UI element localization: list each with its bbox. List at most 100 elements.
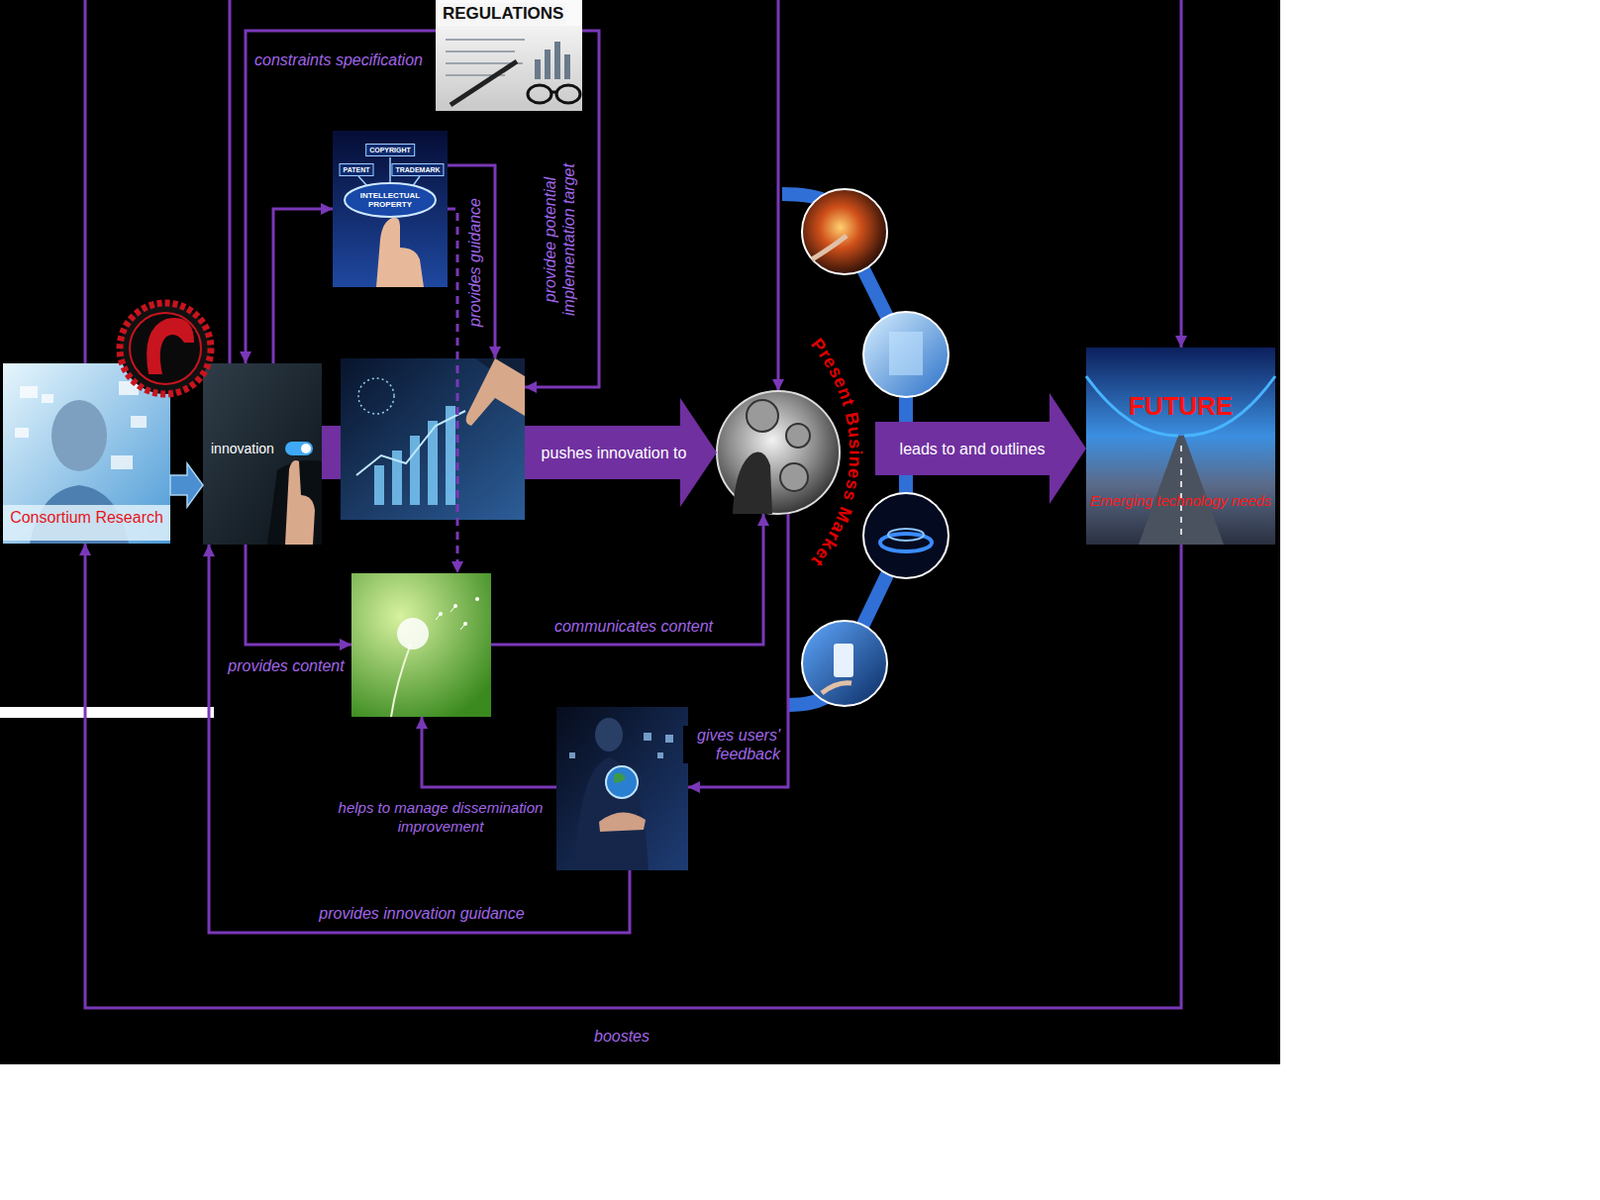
helmet-logo (119, 302, 211, 395)
graphic-part (409, 435, 420, 505)
node-text: PATENT (339, 163, 375, 177)
graphic-part (146, 317, 195, 375)
label-holder: provides content (225, 656, 346, 676)
graphic-part (340, 358, 525, 520)
graphic-part (130, 415, 147, 428)
graphic-part (746, 400, 779, 432)
graphic-part (445, 50, 515, 53)
node-text: FUTURE (1128, 391, 1233, 421)
dandelion-image (351, 573, 492, 717)
graphic-part (300, 443, 311, 454)
graphic-part (599, 811, 646, 832)
graphic-part (833, 643, 854, 678)
node-text: innovation (210, 440, 275, 457)
graphic-part (716, 391, 840, 514)
graphic-part (1180, 0, 1184, 348)
text-holder: TRADEMARK (391, 158, 444, 177)
graphic-part (356, 410, 466, 476)
regulations-image: REGULATIONS (435, 0, 583, 111)
graphic-part (374, 405, 456, 505)
graphic-part (351, 573, 492, 717)
text-holder: Consortium Research (9, 507, 164, 527)
edge-label: pushes innovation to (539, 443, 690, 463)
flow-arrow (170, 463, 203, 507)
graphic-part (445, 39, 525, 76)
graphic-part (51, 400, 107, 472)
flow-arrow (524, 398, 717, 507)
graphic-part (19, 386, 38, 399)
market-title: Present Business Market (806, 334, 866, 572)
label-holder: provides innovation guidance (316, 903, 526, 923)
connector-line (85, 543, 1182, 1008)
graphic-part (14, 381, 147, 470)
graphic-part (110, 455, 133, 470)
graphic-part (786, 423, 810, 448)
graphic-part (1180, 445, 1183, 540)
graphic-part (228, 0, 232, 364)
graphic-part (129, 312, 201, 385)
text-holder: FUTURE (1128, 391, 1233, 421)
connector-line (245, 30, 436, 364)
edge-label: provides content (225, 656, 346, 676)
consortium-research-image: Consortium Research (2, 363, 171, 544)
innovation-picture (202, 363, 322, 545)
graphic-part (732, 452, 773, 515)
graphic-part (569, 752, 576, 759)
graphic-part (332, 130, 448, 288)
graphic-part (466, 358, 525, 426)
label-holder: provides guidance (465, 196, 485, 329)
graphic-part (595, 717, 623, 752)
graphic-part (613, 773, 626, 784)
graphic-part (551, 91, 557, 95)
future-picture (1086, 347, 1276, 545)
edge-label: provides guidance (465, 196, 485, 329)
edge-label: constraints specification (252, 50, 425, 70)
flow-arrow (875, 393, 1087, 504)
graphic-part (376, 217, 424, 288)
graphic-part (450, 61, 517, 105)
graphic-part (450, 605, 456, 612)
connector-line (447, 208, 458, 574)
connector-line (273, 208, 333, 364)
graphic-part (202, 363, 322, 545)
graphic-part (267, 460, 322, 545)
graphic-part (285, 441, 313, 456)
connector-line (421, 716, 557, 788)
graphic-part (534, 41, 571, 80)
graphic-part (358, 378, 395, 414)
intellectual-property-picture (332, 130, 448, 288)
future-image: FUTURE Emerging technology needs (1086, 347, 1276, 545)
graphic-part (605, 766, 638, 799)
connector-line (491, 513, 764, 645)
edge-label: leads to and outlines (898, 439, 1048, 459)
graphic-part (2, 504, 171, 541)
user-feedback-image (556, 706, 689, 871)
node-text: Consortium Research (9, 507, 164, 527)
graphic-part (574, 757, 649, 871)
edge-label: gives users' feedback (683, 725, 783, 764)
graphic-part (14, 427, 29, 438)
technology-chart-picture (340, 358, 525, 520)
graphic-part (84, 0, 88, 364)
innovation-image: innovation (202, 363, 322, 545)
graphic-part (556, 85, 581, 103)
graphic-part (460, 623, 466, 630)
arc-title: Present Business Market (716, 391, 876, 514)
node-text: COPYRIGHT (365, 143, 415, 157)
text-holder: REGULATIONS (439, 2, 567, 25)
graphic-part (445, 38, 525, 41)
graphic-part (41, 394, 54, 403)
graphic-part (435, 613, 441, 620)
graphic-part (665, 734, 674, 743)
business-market-circle: Present Business Market (716, 391, 876, 514)
graphic-part (397, 617, 429, 650)
graphic-part (391, 643, 411, 717)
graphic-part (811, 235, 847, 260)
text-holder: Emerging technology needs (1090, 492, 1272, 510)
regulations-picture (435, 0, 583, 111)
edge-label: provides innovation guidance (316, 903, 526, 923)
graphic-part (643, 732, 652, 741)
